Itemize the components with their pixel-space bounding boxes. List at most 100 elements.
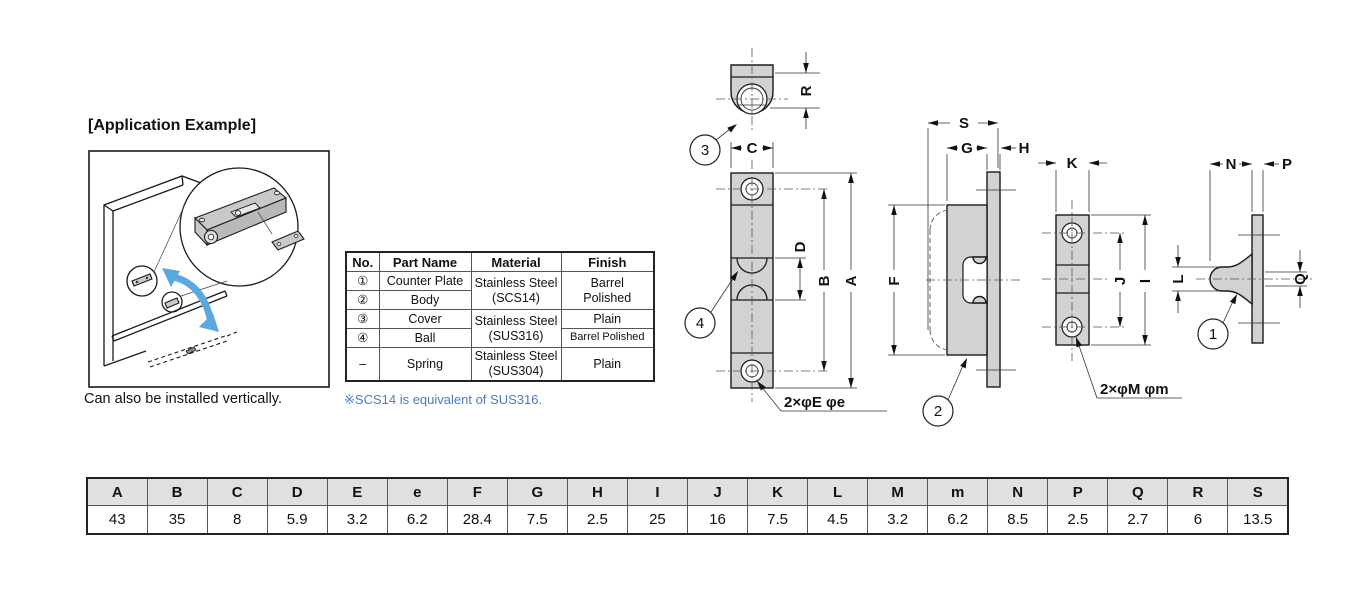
hole-note-e: 2×φE φe — [784, 394, 845, 411]
column-header: A — [86, 477, 148, 506]
column-header: P — [1047, 477, 1109, 506]
dim-label-Q: Q — [1292, 273, 1309, 285]
column-header: K — [747, 477, 809, 506]
ball-catch-detail — [194, 187, 305, 251]
column-header: C — [206, 477, 268, 506]
column-header: m — [927, 477, 989, 506]
table-cell: Stainless Steel (SUS316) — [470, 309, 562, 348]
technical-drawings: R C — [684, 48, 1314, 427]
dim-label-N: N — [1226, 156, 1237, 173]
table-cell: – — [345, 347, 380, 382]
table-cell: 4.5 — [807, 505, 869, 535]
dim-label-J: J — [1112, 277, 1129, 285]
balloon-4: 4 — [684, 271, 738, 339]
column-header: M — [867, 477, 929, 506]
column-header: L — [807, 477, 869, 506]
balloon-3: 3 — [689, 124, 737, 166]
dim-label-L: L — [1170, 274, 1187, 283]
table-cell: 13.5 — [1227, 505, 1289, 535]
svg-text:4: 4 — [696, 315, 704, 332]
table-cell: ② — [345, 290, 380, 310]
table-cell: 8.5 — [987, 505, 1049, 535]
column-header: D — [266, 477, 328, 506]
dim-label-C: C — [747, 140, 758, 157]
body-side-view: S G H F — [886, 115, 1030, 388]
table-cell: Plain — [560, 309, 655, 329]
table-cell: Cover — [378, 309, 472, 329]
svg-text:1: 1 — [1209, 326, 1217, 343]
table-cell: 5.9 — [266, 505, 328, 535]
application-example-figure — [88, 150, 330, 388]
dim-label-P: P — [1282, 156, 1292, 173]
balloon-2: 2 — [922, 358, 967, 427]
table-cell: 35 — [146, 505, 208, 535]
table-cell: 2.5 — [566, 505, 628, 535]
dim-label-A: A — [843, 275, 860, 286]
column-header: B — [146, 477, 208, 506]
dim-label-H: H — [1019, 140, 1030, 157]
dim-label-D: D — [792, 241, 809, 252]
table-cell: 7.5 — [747, 505, 809, 535]
column-header: J — [686, 477, 749, 506]
column-header: Q — [1107, 477, 1169, 506]
table-cell: Barrel Polished — [560, 271, 655, 310]
column-header: S — [1227, 477, 1289, 506]
table-cell: Counter Plate — [378, 271, 472, 291]
counter-plate-on-door — [185, 346, 197, 355]
table-cell: 6 — [1167, 505, 1229, 535]
counter-plate-front-view: K J I 2×φM φm — [1038, 155, 1182, 399]
dim-label-S: S — [959, 115, 969, 132]
table-cell: Spring — [378, 347, 472, 382]
table-cell: 6.2 — [927, 505, 989, 535]
svg-text:2: 2 — [934, 403, 942, 420]
body-front-view: C D B A 2×φE φe — [716, 140, 887, 412]
table-cell: 3.2 — [867, 505, 929, 535]
balloon-1: 1 — [1197, 294, 1237, 350]
column-header: R — [1167, 477, 1229, 506]
table-cell: Body — [378, 290, 472, 310]
swing-arrow — [162, 268, 219, 332]
application-example-caption: Can also be installed vertically. — [84, 391, 282, 407]
catch-highlight-circle — [126, 265, 158, 297]
table-cell: ① — [345, 271, 380, 291]
dim-label-K: K — [1067, 155, 1078, 172]
column-header: I — [626, 477, 688, 506]
table-cell: ④ — [345, 328, 380, 348]
column-header: Finish — [560, 251, 655, 272]
table-cell: Ball — [378, 328, 472, 348]
column-header: e — [386, 477, 448, 506]
table-cell: 28.4 — [446, 505, 508, 535]
table-cell: ③ — [345, 309, 380, 329]
table-cell: 2.7 — [1107, 505, 1169, 535]
column-header: F — [446, 477, 508, 506]
table-cell: 7.5 — [506, 505, 568, 535]
table-cell: Stainless Steel (SUS304) — [470, 347, 562, 382]
dim-label-B: B — [816, 275, 833, 286]
svg-text:3: 3 — [701, 142, 709, 159]
column-header: E — [326, 477, 388, 506]
cabinet-illustration — [103, 167, 305, 368]
table-cell: 2.5 — [1047, 505, 1109, 535]
table-cell: 6.2 — [386, 505, 448, 535]
dim-label-I: I — [1137, 279, 1154, 283]
cover-top-view: R — [716, 48, 820, 133]
table-cell: 8 — [206, 505, 268, 535]
table-cell: 3.2 — [326, 505, 388, 535]
table-cell: Stainless Steel (SCS14) — [470, 271, 562, 310]
column-header: G — [506, 477, 568, 506]
application-example-heading: [Application Example] — [88, 117, 257, 134]
table-cell: 43 — [86, 505, 148, 535]
table-cell: 25 — [626, 505, 688, 535]
table-cell: 16 — [686, 505, 749, 535]
counter-plate-side-view: N P L Q — [1170, 156, 1314, 344]
column-header: No. — [345, 251, 380, 272]
dim-label-F: F — [886, 276, 903, 285]
